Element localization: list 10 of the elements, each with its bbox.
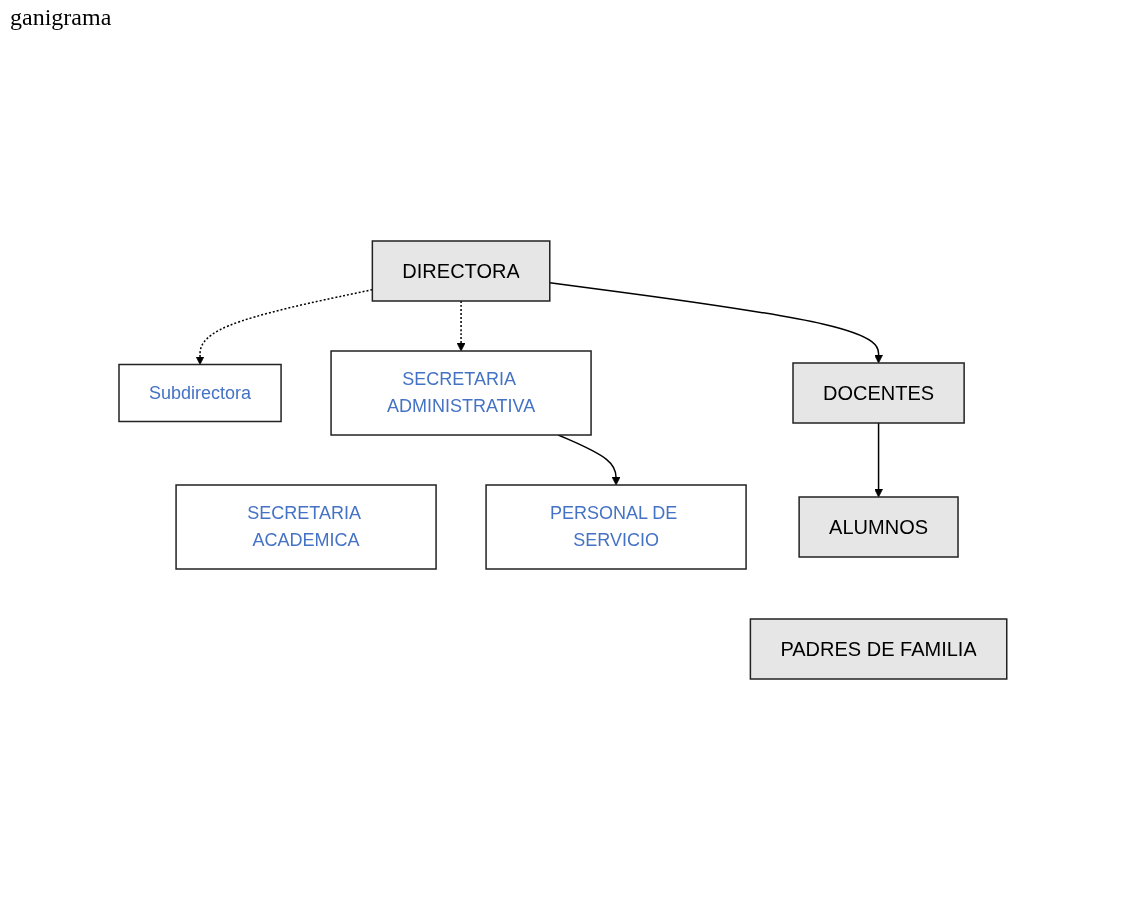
node-box: SECRETARIA ACADEMICA <box>174 484 437 570</box>
arrow <box>873 422 883 498</box>
node-box: PERSONAL DE SERVICIO <box>484 484 747 570</box>
diagram-title: ganigrama <box>9 3 113 32</box>
node-box: ALUMNOS <box>798 496 959 558</box>
node-box: SECRETARIA ADMINISTRATIVA <box>329 350 592 436</box>
node-box: PADRES DE FAMILIA <box>749 618 1008 680</box>
node-box: Subdirectora <box>117 363 282 423</box>
node-box: DIRECTORA <box>371 240 551 302</box>
node-box: DOCENTES <box>791 362 965 424</box>
